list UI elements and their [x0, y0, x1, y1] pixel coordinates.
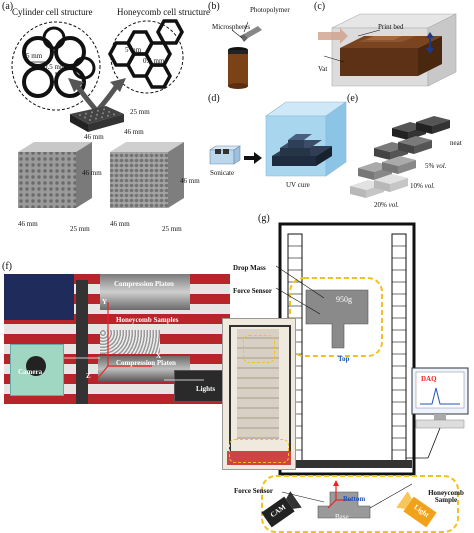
tower-photo-inner [237, 329, 279, 439]
cyl-block-25mm: 25 mm [70, 225, 90, 233]
label-bottom: Bottom [343, 495, 366, 503]
uv-cure-tank [265, 101, 347, 177]
panel-label-g: (g) [258, 213, 270, 224]
process-arrow [244, 152, 262, 164]
label-sonicate: Sonicate [210, 169, 235, 177]
label-top: Top [338, 355, 350, 363]
hc-block-46mm-bottom: 46 mm [110, 220, 130, 228]
sonicate-bath [209, 145, 241, 165]
label-y-axis: Y [102, 298, 108, 306]
label-10pct-unit: vol. [424, 182, 435, 190]
sample-slab [70, 106, 124, 132]
label-mass-950g: 950g [336, 295, 352, 304]
honeycomb-block [110, 142, 184, 208]
label-x-axis: X [156, 352, 162, 360]
label-5pct-unit: vol. [436, 162, 447, 170]
label-camera: Camera [18, 368, 43, 376]
honeycomb-cell-diagram [108, 19, 184, 94]
cyl-block-46mm-bottom: 46 mm [18, 220, 38, 228]
flag-canton [4, 274, 74, 320]
drop-tower-photo [222, 318, 296, 470]
label-photopolymer: Photopolymer [250, 6, 290, 14]
label-neat: neat [450, 139, 462, 147]
slab-dim-46mm-b: 46 mm [124, 128, 144, 136]
panel-label-b: (b) [208, 1, 220, 12]
label-honeycomb-samples: Honeycomb Samples [116, 316, 179, 324]
honeycomb-dim-5mm: 5 mm [125, 46, 142, 54]
cylinder-title: Cylinder cell structure [12, 7, 93, 17]
cylinder-dim-05mm: 0.5 mm [44, 63, 66, 71]
honeycomb-dim-05mm: 0.5 mm [143, 57, 165, 65]
label-10pct: 10% vol. [410, 183, 435, 190]
label-daq: DAQ [421, 375, 437, 383]
panel-label-f: (f) [2, 261, 12, 272]
lights-box [174, 370, 226, 402]
panel-label-e: (e) [347, 93, 359, 104]
cyl-block-46mm-side: 46 mm [82, 169, 102, 177]
panel-label-c: (c) [314, 1, 326, 12]
label-20pct-unit: vol. [388, 201, 399, 209]
label-honeycomb-sample: Honeycomb Sample [428, 489, 464, 504]
label-force-sensor-bottom: Force Sensor [234, 487, 273, 495]
label-vat: Vat [318, 65, 328, 73]
tower-photo-base [227, 451, 291, 465]
panel-label-a: (a) [2, 1, 14, 12]
honeycomb-sample-photo [100, 330, 160, 354]
axis-arrows [64, 302, 204, 381]
tower-photo-highlight-bottom [229, 439, 289, 463]
label-compression-platen-bottom: Compression Platen [116, 359, 176, 367]
camera-lens [26, 356, 46, 376]
label-5pct-value: 5% [425, 162, 435, 170]
slab-dim-25mm: 25 mm [130, 108, 150, 116]
frame-column [76, 280, 88, 404]
label-20pct-value: 20% [374, 201, 387, 209]
drop-tower-schematic [259, 222, 469, 533]
tower-photo-highlight-top [243, 335, 275, 363]
label-z-axis: Z [86, 372, 91, 380]
mixing-beaker [228, 21, 262, 89]
label-20pct: 20% vol. [374, 202, 399, 209]
label-compression-platen-top: Compression Platen [114, 280, 174, 288]
slab-dim-46mm-a: 46 mm [84, 133, 104, 141]
printer-vat [318, 13, 457, 87]
cylinder-block [18, 142, 92, 208]
label-print-bed: Print bed [378, 23, 404, 31]
platen-top [100, 274, 190, 310]
label-force-sensor-top: Force Sensor [233, 287, 272, 295]
label-lights: Lights [196, 385, 216, 393]
cylinder-dim-5mm: 5 mm [26, 52, 43, 60]
label-base: Base [335, 513, 349, 521]
hc-block-46mm-side: 46 mm [180, 177, 200, 185]
label-10pct-value: 10% [410, 182, 423, 190]
label-drop-mass: Drop Mass [233, 264, 266, 272]
hc-block-25mm: 25 mm [162, 225, 182, 233]
test-rig-photo [4, 274, 230, 404]
label-microspheres: Microspheres [212, 23, 251, 31]
panel-label-d: (d) [208, 93, 220, 104]
label-uv-cure: UV cure [286, 181, 310, 189]
honeycomb-title: Honeycomb cell structure [117, 7, 210, 17]
label-5pct: 5% vol. [425, 163, 446, 170]
volume-samples [350, 116, 450, 198]
